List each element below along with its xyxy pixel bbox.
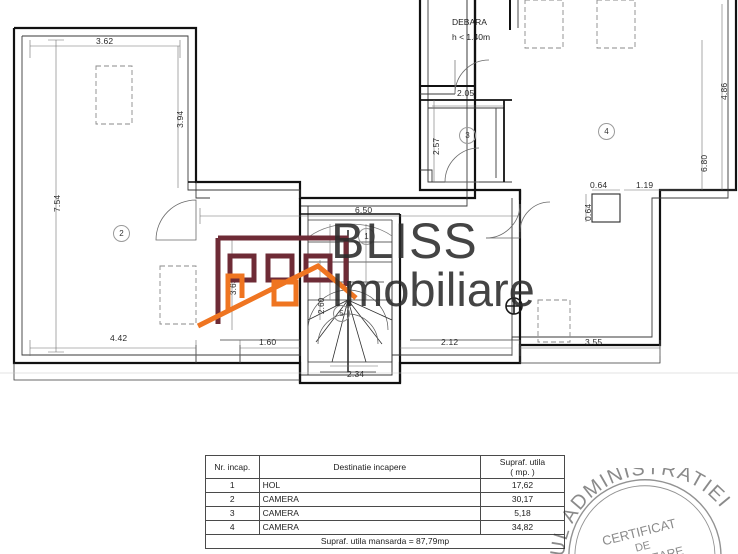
dim-1-19: 1.19 xyxy=(636,180,654,190)
cell-destination: CAMERA xyxy=(258,520,481,535)
dim-2-34: 2.34 xyxy=(347,369,365,379)
logo-house-icon xyxy=(196,235,358,329)
dim-3-62: 3.62 xyxy=(96,36,114,46)
table-row: 2 CAMERA 30,17 xyxy=(205,492,566,507)
dim-4-86: 4.86 xyxy=(719,82,729,100)
room-number-5: 5 xyxy=(333,305,350,322)
dim-2-12: 2.12 xyxy=(441,337,459,347)
logo-text-bliss: BLISS xyxy=(331,213,478,269)
header-area-line2: ( mp. ) xyxy=(510,467,535,477)
cell-destination: CAMERA xyxy=(258,492,481,507)
room-schedule-table: Nr. incap. Destinatie incapere Supraf. u… xyxy=(205,455,566,549)
dim-2-05: 2.05 xyxy=(457,88,475,98)
cell-nr: 4 xyxy=(205,520,260,535)
dim-4-42: 4.42 xyxy=(110,333,128,343)
debara-height-note: h < 1.40m xyxy=(452,32,491,42)
table-row: 1 HOL 17,62 xyxy=(205,478,566,493)
table-header-row: Nr. incap. Destinatie incapere Supraf. u… xyxy=(205,455,566,479)
header-nr: Nr. incap. xyxy=(205,455,260,479)
dim-3-55: 3.55 xyxy=(585,337,603,347)
header-area-line1: Supraf. utila xyxy=(499,457,546,467)
header-destination: Destinatie incapere xyxy=(258,455,481,479)
cell-nr: 2 xyxy=(205,492,260,507)
dim-1-60: 1.60 xyxy=(259,337,277,347)
table-row: 4 CAMERA 34,82 xyxy=(205,520,566,535)
dim-6-50: 6.50 xyxy=(355,205,373,215)
watermark-logo: BLISS Imobiliare xyxy=(196,216,541,332)
debara-label: DEBARA xyxy=(452,17,487,27)
dim-3-94: 3.94 xyxy=(175,110,185,128)
dim-2-57: 2.57 xyxy=(431,137,441,155)
dim-7-54: 7.54 xyxy=(52,194,62,212)
authorization-stamp: RUL ADMINISTRATIEI CERTIFICAT DE AUTORIZ… xyxy=(548,468,738,554)
logo-text-imobiliare: Imobiliare xyxy=(331,263,535,316)
room-number-1: 1 xyxy=(358,228,375,245)
stamp-inner-line2: DE xyxy=(634,539,652,554)
cell-nr: 1 xyxy=(205,478,260,493)
table-row: 3 CAMERA 5,18 xyxy=(205,506,566,521)
room-number-2: 2 xyxy=(113,225,130,242)
cell-total: Supraf. utila mansarda = 87,79mp xyxy=(205,534,565,549)
dim-0-64-horizontal: 0.64 xyxy=(590,180,608,190)
cell-destination: HOL xyxy=(258,478,481,493)
room-number-3: 3 xyxy=(459,127,476,144)
room-number-4: 4 xyxy=(598,123,615,140)
dim-0-64-vertical: 0.64 xyxy=(583,203,593,221)
dim-6-80: 6.80 xyxy=(699,154,709,172)
table-total-row: Supraf. utila mansarda = 87,79mp xyxy=(205,534,565,549)
cell-nr: 3 xyxy=(205,506,260,521)
cell-destination: CAMERA xyxy=(258,506,481,521)
